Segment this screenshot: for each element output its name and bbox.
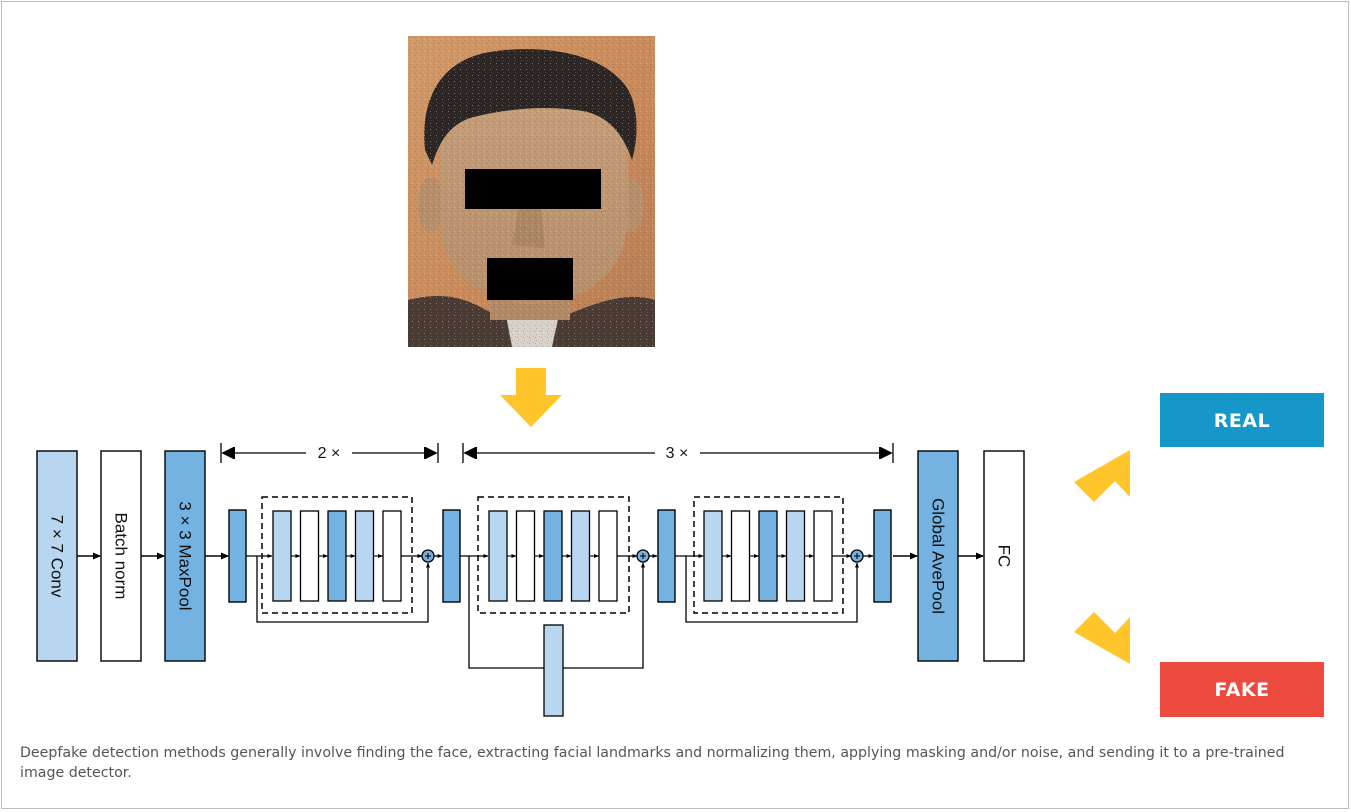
repeat-3x-label: 3 ×: [666, 445, 689, 462]
stage-2-conv-layer-2: [515, 510, 536, 602]
real-label: REAL: [1214, 410, 1270, 432]
stage-1-skip-connection: [256, 556, 430, 623]
stage-1-conv-layer-1: [272, 510, 292, 602]
stage-1-conv-layer-5: [382, 510, 402, 602]
stage-3-conv-layer-1: [703, 510, 723, 602]
stage-1-conv-layer-4: [354, 510, 375, 602]
fake-output: FAKE: [1160, 662, 1324, 717]
conv-label: 7 × 7 Conv: [48, 515, 67, 598]
stage-1-conv-layer-3: [327, 510, 347, 602]
stage-2-projection-block: [543, 624, 564, 717]
stage-2-conv-layer-4: [570, 510, 591, 602]
conv-block: 7 × 7 Conv: [36, 450, 78, 662]
stage-2-lead-block: [442, 509, 461, 603]
stage-2-conv-layer-3: [543, 510, 563, 602]
stage-1-dashed-group: [261, 496, 413, 614]
stage-1-lead-block: [228, 509, 247, 603]
stage-1-conv-layer-2: [299, 510, 320, 602]
up-right-arrow-icon: [1074, 450, 1130, 502]
stage-3-dashed-group: [693, 496, 844, 614]
maxpool-block: 3 × 3 MaxPool: [164, 450, 206, 662]
batch-norm-block: Batch norm: [100, 450, 142, 662]
tail-block: [873, 509, 892, 603]
repeat-bracket-2x: 2 ×: [220, 443, 439, 463]
stage-2-conv-layer-1: [488, 510, 508, 602]
stage-2-plus-icon: [640, 553, 646, 559]
stage-1-plus-icon: [425, 553, 431, 559]
global-avepool-label: Global AvePool: [929, 498, 948, 614]
repeat-2x-label: 2 ×: [318, 445, 341, 462]
mouth-mask-bar: [487, 258, 573, 300]
fc-label: FC: [995, 545, 1014, 568]
figure-caption: Deepfake detection methods generally inv…: [20, 745, 1285, 781]
repeat-bracket-3x: 3 ×: [462, 443, 894, 463]
fc-block: FC: [983, 450, 1025, 662]
stage-3-lead-block: [657, 509, 676, 603]
down-arrow-icon: [500, 368, 562, 427]
stage-3-conv-layer-2: [730, 510, 751, 602]
stage-3-conv-layer-5: [813, 510, 833, 602]
down-right-arrow-icon: [1074, 612, 1130, 664]
stage-2-dashed-group: [477, 496, 630, 614]
stage-3-conv-layer-3: [758, 510, 778, 602]
global-avepool-block: Global AvePool: [917, 450, 959, 662]
batch-norm-label: Batch norm: [112, 513, 131, 600]
stage-3-plus-icon: [854, 553, 860, 559]
fake-label: FAKE: [1214, 679, 1269, 701]
stage-2-conv-layer-5: [598, 510, 618, 602]
face-photo: [408, 36, 655, 347]
stage-3-conv-layer-4: [785, 510, 806, 602]
real-output: REAL: [1160, 393, 1324, 447]
stage-3-skip-connection: [685, 556, 859, 623]
eye-mask-bar: [465, 169, 601, 209]
residual-stages: [228, 496, 892, 717]
maxpool-label: 3 × 3 MaxPool: [176, 501, 195, 610]
